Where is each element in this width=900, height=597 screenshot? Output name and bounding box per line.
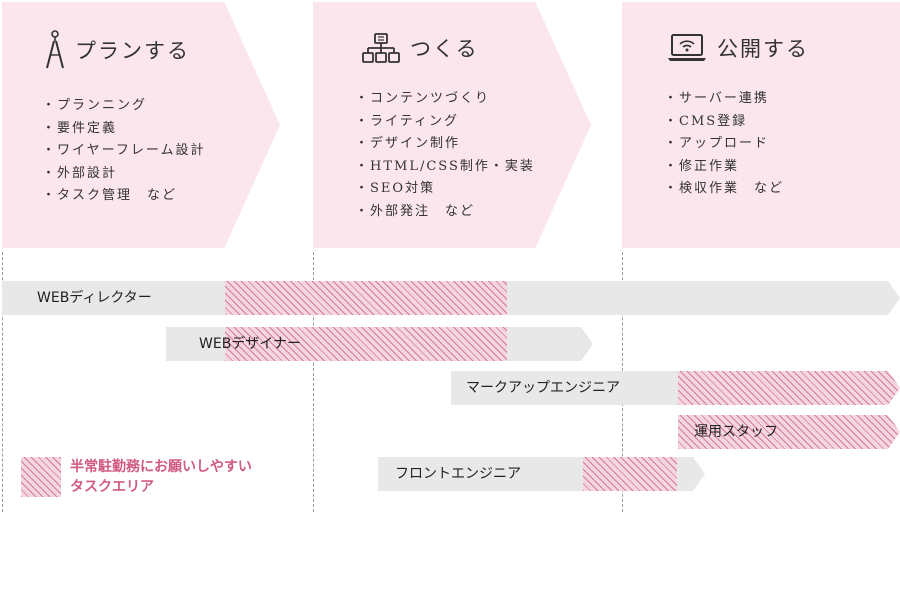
list-item: タスク管理 など	[42, 185, 205, 208]
list-item: SEO対策	[355, 178, 535, 201]
sitemap-icon	[362, 32, 400, 64]
phase-publish-title: 公開する	[667, 33, 809, 63]
list-item: CMS登録	[664, 111, 784, 134]
role-label-operations-staff: 運用スタッフ	[694, 424, 778, 440]
list-item: アップロード	[664, 133, 784, 156]
phase-title-text: つくる	[410, 37, 479, 61]
role-label-web-director: WEBディレクター	[37, 290, 152, 306]
role-label-web-designer: WEBデザイナー	[199, 336, 302, 352]
hatch-area	[583, 457, 677, 491]
hatch-area	[678, 371, 900, 405]
list-item: HTML/CSS制作・実装	[355, 156, 535, 179]
phase-title-text: プランする	[75, 39, 190, 63]
phase-make-title: つくる	[362, 32, 479, 64]
list-item: 外部設計	[42, 163, 205, 186]
list-item: ワイヤーフレーム設計	[42, 140, 205, 163]
list-item: 修正作業	[664, 156, 784, 179]
phase-make-items: コンテンツづくり ライティング デザイン制作 HTML/CSS制作・実装 SEO…	[355, 88, 535, 223]
phase-title-text: 公開する	[717, 37, 809, 61]
list-item: 検収作業 など	[664, 178, 784, 201]
list-item: 外部発注 など	[355, 201, 535, 224]
phase-plan-title: プランする	[45, 30, 190, 70]
phase-plan-items: プランニング 要件定義 ワイヤーフレーム設計 外部設計 タスク管理 など	[42, 95, 205, 208]
phase-publish-items: サーバー連携 CMS登録 アップロード 修正作業 検収作業 など	[664, 88, 784, 201]
list-item: コンテンツづくり	[355, 88, 535, 111]
legend-swatch	[21, 457, 61, 497]
list-item: サーバー連携	[664, 88, 784, 111]
compass-icon	[45, 30, 65, 70]
legend-line: タスクエリア	[70, 479, 154, 495]
hatch-area	[225, 327, 507, 361]
laptop-wifi-icon	[667, 33, 707, 63]
role-label-markup-engineer: マークアップエンジニア	[466, 380, 620, 396]
role-label-front-engineer: フロントエンジニア	[395, 466, 521, 482]
role-bar-operations-staff	[678, 415, 900, 449]
legend-line: 半常駐勤務にお願いしやすい	[70, 459, 252, 475]
phase-divider	[2, 252, 3, 512]
list-item: デザイン制作	[355, 133, 535, 156]
list-item: プランニング	[42, 95, 205, 118]
list-item: ライティング	[355, 111, 535, 134]
phase-divider	[313, 252, 314, 512]
legend-text: 半常駐勤務にお願いしやすい タスクエリア	[70, 457, 310, 497]
hatch-area	[225, 281, 507, 315]
list-item: 要件定義	[42, 118, 205, 141]
